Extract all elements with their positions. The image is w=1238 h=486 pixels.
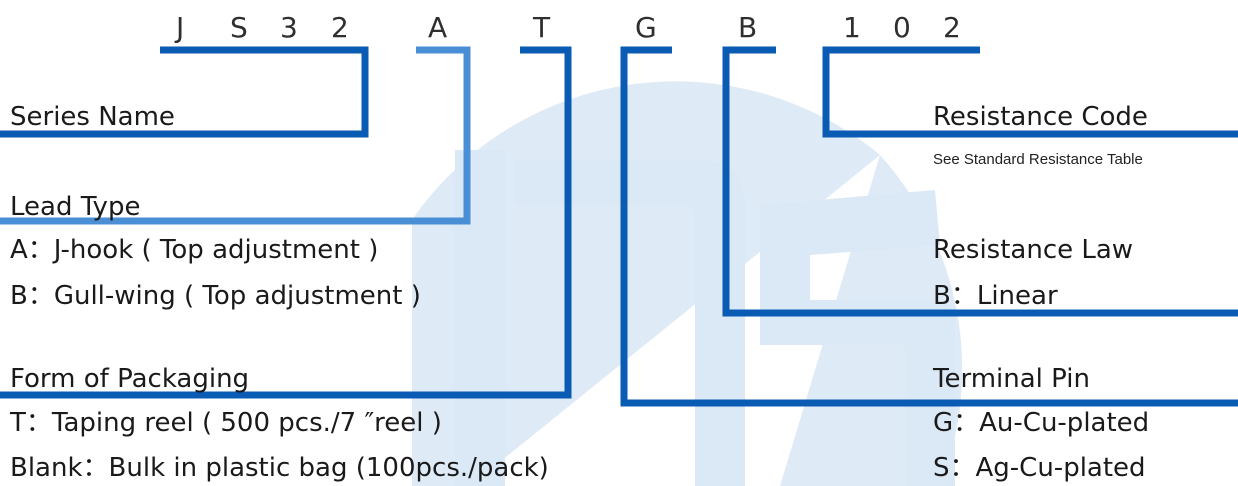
resistance-code-connector-line (822, 46, 1238, 138)
resistance-code-note: See Standard Resistance Table (933, 151, 1143, 168)
terminal-pin-heading: Terminal Pin (933, 364, 1090, 394)
lead-type-option-a: A：J-hook ( Top adjustment ) (10, 235, 379, 265)
code-char-lead-type: A (428, 11, 448, 44)
code-char-series-j: J (176, 11, 185, 44)
resistance-law-heading: Resistance Law (933, 235, 1134, 265)
resistance-law-connector-line (722, 46, 1238, 317)
lead-type-option-b: B：Gull-wing ( Top adjustment ) (10, 281, 421, 311)
code-char-resistance-law: B (738, 11, 758, 44)
series-name-connector-line (0, 46, 369, 138)
packaging-heading: Form of Packaging (10, 364, 250, 394)
code-char-series-2: 2 (331, 11, 349, 44)
resistance-code-heading: Resistance Code (933, 102, 1148, 132)
lead-type-connector-line (0, 46, 471, 225)
code-char-resistance-0: 0 (893, 11, 911, 44)
resistance-law-option-b: B：Linear (933, 281, 1058, 311)
lead-type-heading: Lead Type (10, 192, 141, 222)
packaging-option-t: T：Taping reel ( 500 pcs./7 ″reel ) (10, 408, 442, 438)
code-char-resistance-2: 2 (943, 11, 961, 44)
terminal-pin-connector-line (620, 46, 1238, 407)
packaging-option-blank: Blank：Bulk in plastic bag (100pcs./pack) (10, 453, 549, 483)
code-char-resistance-1: 1 (843, 11, 861, 44)
code-char-packaging: T (533, 11, 551, 44)
code-char-terminal-pin: G (635, 11, 657, 44)
terminal-pin-option-g: G：Au-Cu-plated (933, 408, 1150, 438)
series-name-heading: Series Name (10, 102, 175, 132)
terminal-pin-option-s: S：Ag-Cu-plated (933, 453, 1146, 483)
code-char-series-s: S (230, 11, 248, 44)
packaging-connector-line (0, 46, 572, 399)
code-char-series-3: 3 (280, 11, 298, 44)
